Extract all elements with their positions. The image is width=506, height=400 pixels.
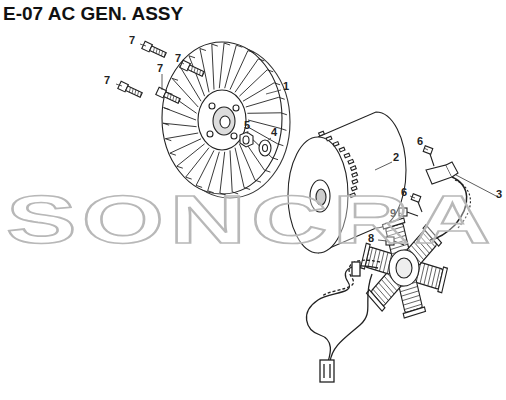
fan-hub bbox=[198, 90, 246, 150]
callout-number: 7 bbox=[103, 75, 111, 86]
wire-connector bbox=[320, 360, 334, 382]
fan-bolts bbox=[118, 41, 205, 104]
watermark: SONCRA bbox=[6, 186, 496, 254]
callout-number: 2 bbox=[392, 152, 400, 163]
wire-harness bbox=[306, 260, 380, 382]
callout-number: 7 bbox=[156, 63, 164, 74]
callout-number: 5 bbox=[243, 120, 251, 131]
callout-number: 3 bbox=[495, 189, 503, 200]
nut bbox=[240, 132, 253, 147]
callout-number: 7 bbox=[174, 53, 182, 64]
callout-number: 7 bbox=[128, 35, 136, 46]
callout-number: 6 bbox=[416, 136, 424, 147]
cooling-fan bbox=[162, 42, 282, 194]
washer bbox=[259, 140, 271, 156]
callout-number: 1 bbox=[282, 81, 290, 92]
diagram-title: E-07 AC GEN. ASSY bbox=[3, 3, 183, 25]
callout-number: 4 bbox=[270, 127, 278, 138]
